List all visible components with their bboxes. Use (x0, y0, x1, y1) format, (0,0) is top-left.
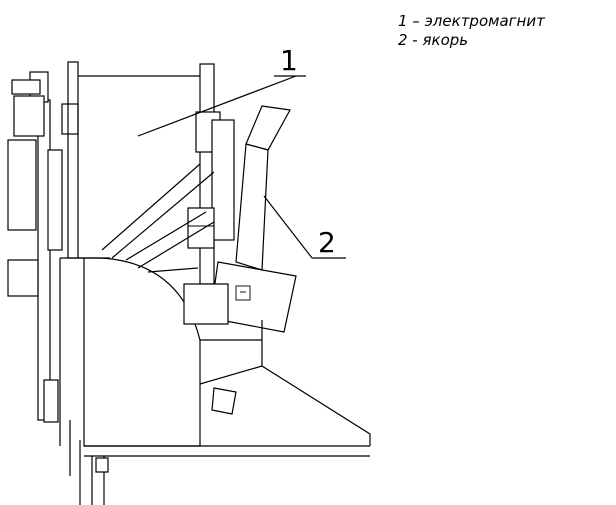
electromagnet-body (67, 61, 235, 285)
diagonal-struts (101, 163, 215, 273)
left-mounting-plate (7, 71, 79, 423)
base-housing (59, 257, 371, 457)
callout-leader-2 (263, 195, 313, 259)
legend-item-electromagnet: 1 – электромагнит (398, 12, 545, 30)
legend-item-armature: 2 - якорь (398, 31, 469, 49)
armature-lever (209, 105, 297, 333)
callout-label-1: 1 (280, 44, 298, 77)
terminal-pins (69, 420, 109, 505)
callout-leader-1 (137, 75, 297, 137)
legend: 1 – электромагнит 2 - якорь (398, 12, 545, 50)
callout-label-2: 2 (318, 226, 336, 259)
